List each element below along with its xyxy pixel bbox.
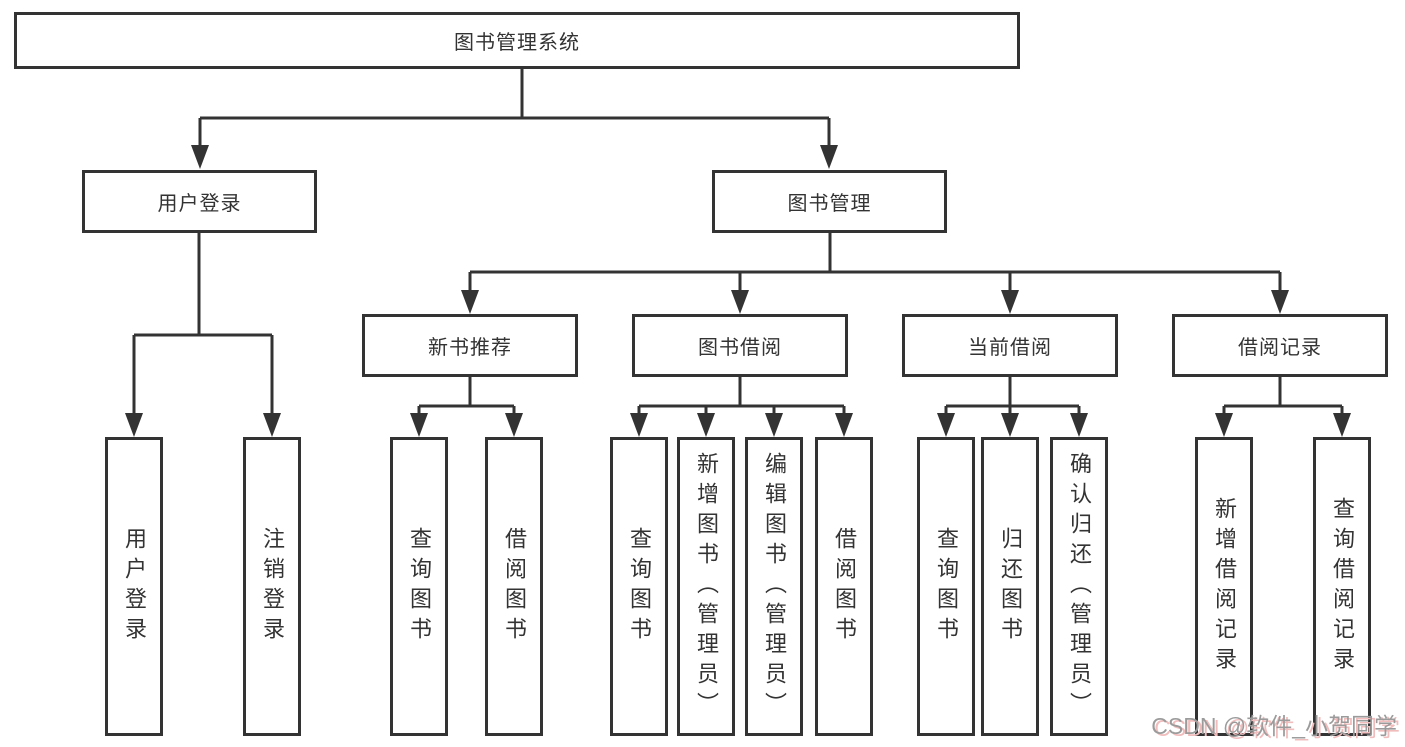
node-current-borrowing: 当前借阅 xyxy=(902,314,1118,377)
leaf-add-borrow-record: 新增借阅记录 xyxy=(1195,437,1253,736)
leaf-add-books-admin-label: 新增图书（管理员） xyxy=(694,451,719,722)
node-user-login-label: 用户登录 xyxy=(157,193,242,215)
leaf-confirm-return-admin-label: 确认归还（管理员） xyxy=(1067,451,1092,722)
leaf-borrow-books-label: 借阅图书 xyxy=(832,526,857,647)
leaf-confirm-return-admin: 确认归还（管理员） xyxy=(1050,437,1108,736)
csdn-watermark: CSDN @软件_小贺同学 xyxy=(1151,713,1397,739)
leaf-borrow-books: 借阅图书 xyxy=(815,437,873,736)
leaf-user-login: 用户登录 xyxy=(105,437,163,736)
leaf-add-borrow-record-label: 新增借阅记录 xyxy=(1212,496,1237,677)
node-book-management: 图书管理 xyxy=(712,170,947,233)
node-borrowing-records: 借阅记录 xyxy=(1172,314,1388,377)
node-book-borrowing: 图书借阅 xyxy=(632,314,848,377)
node-new-book-recommendation: 新书推荐 xyxy=(362,314,578,377)
node-user-login: 用户登录 xyxy=(82,170,317,233)
node-root-label: 图书管理系统 xyxy=(454,32,580,54)
leaf-return-books: 归还图书 xyxy=(981,437,1039,736)
leaf-edit-books-admin-label: 编辑图书（管理员） xyxy=(762,451,787,722)
leaf-query-books-recommend: 查询图书 xyxy=(390,437,448,736)
node-new-book-recommendation-label: 新书推荐 xyxy=(428,337,512,359)
leaf-borrow-books-recommend-label: 借阅图书 xyxy=(502,526,527,647)
leaf-query-borrow-record-label: 查询借阅记录 xyxy=(1330,496,1355,677)
node-root: 图书管理系统 xyxy=(14,12,1020,69)
node-current-borrowing-label: 当前借阅 xyxy=(968,337,1052,359)
leaf-query-books-current-label: 查询图书 xyxy=(934,526,959,647)
leaf-borrow-books-recommend: 借阅图书 xyxy=(485,437,543,736)
leaf-query-books-recommend-label: 查询图书 xyxy=(407,526,432,647)
leaf-logout-label: 注销登录 xyxy=(260,526,285,647)
node-borrowing-records-label: 借阅记录 xyxy=(1238,337,1322,359)
leaf-query-borrow-record: 查询借阅记录 xyxy=(1313,437,1371,736)
leaf-user-login-label: 用户登录 xyxy=(122,526,147,647)
leaf-return-books-label: 归还图书 xyxy=(998,526,1023,647)
node-book-borrowing-label: 图书借阅 xyxy=(698,337,782,359)
node-book-management-label: 图书管理 xyxy=(787,193,872,215)
leaf-query-books-current: 查询图书 xyxy=(917,437,975,736)
leaf-logout: 注销登录 xyxy=(243,437,301,736)
leaf-query-books-borrow-label: 查询图书 xyxy=(627,526,652,647)
leaf-edit-books-admin: 编辑图书（管理员） xyxy=(745,437,803,736)
leaf-add-books-admin: 新增图书（管理员） xyxy=(677,437,735,736)
leaf-query-books-borrow: 查询图书 xyxy=(610,437,668,736)
